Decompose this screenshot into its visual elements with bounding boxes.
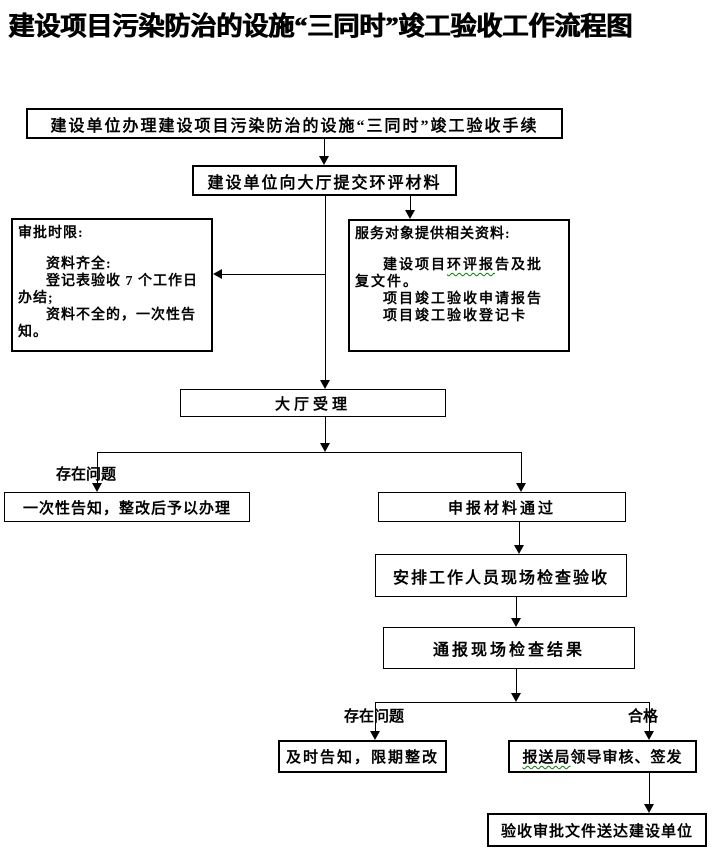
connector-approve-deliver [649,773,650,804]
page-title: 建设项目污染防治的设施“三同时”竣工验收工作流程图 [8,12,633,41]
time-limit-line: 登记表验收 7 个工作日 [46,274,198,289]
connector-submit-materials [410,196,411,210]
materials-line: 项目竣工验收登记卡 [383,309,527,324]
arrowhead-hall-branch1 [320,443,330,452]
materials-line: 项目竣工验收申请报告 [383,292,543,307]
branch-label-problem-2: 存在问题 [344,709,405,725]
info-box-materials: 服务对象提供相关资料: 建设项目环评报告及批 复文件。 项目竣工验收申请报告 项… [348,219,570,352]
branch2-horizontal-line [375,702,649,703]
connector-hall-branch1 [325,417,326,444]
flow-box-report: 通报现场检查结果 [383,627,635,669]
flow-box-deliver: 验收审批文件送达建设单位 [487,813,707,847]
time-limit-line: 知。 [18,325,48,340]
time-limit-line: 资料齐全: [46,257,112,272]
info-box-time-limit: 审批时限: 资料齐全: 登记表验收 7 个工作日 办结; 资料不全的，一次性告 … [11,218,213,352]
arrowhead-branch1-right [516,483,526,492]
branch1-right-line [521,452,522,483]
spellcheck-squiggle: 报送局 [522,750,571,766]
connector-to-time-limit [221,274,325,275]
materials-line: 建设项目环评报告及批 [383,258,543,273]
branch2-right-line [649,702,650,731]
connector-report-branch2 [516,669,517,693]
arrowhead-approve-deliver [644,804,654,813]
arrowhead-branch1-left [92,483,102,492]
flow-box-start: 建设单位办理建设项目污染防治的设施“三同时”竣工验收手续 [26,108,563,139]
materials-line: 复文件。 [355,275,419,290]
arrowhead-arrange-report [511,618,521,627]
arrowhead-submit-materials [405,210,415,219]
flow-box-arrange: 安排工作人员现场检查验收 [375,554,627,597]
flow-box-notice: 一次性告知，整改后予以办理 [4,492,250,522]
arrowhead-branch2-right [644,731,654,740]
branch-label-qualified: 合格 [628,709,659,725]
arrowhead-report-branch2 [511,693,521,702]
flow-box-rectify: 及时告知，限期整改 [278,740,447,773]
flow-box-hall: 大厅受理 [180,389,446,417]
connector-submit-hall [325,196,326,381]
time-limit-heading: 审批时限: [18,226,84,241]
arrowhead-start-submit [319,156,329,165]
branch1-left-line [97,452,98,483]
flow-box-pass: 申报材料通过 [378,492,626,522]
arrowhead-pass-arrange [514,545,524,554]
flow-box-approve: 报送局领导审核、签发 [508,740,697,773]
arrowhead-branch2-left [370,731,380,740]
branch-label-problem-1: 存在问题 [56,467,117,483]
arrowhead-submit-hall [320,380,330,389]
connector-start-submit [324,139,325,157]
spellcheck-squiggle: 环评报 [447,258,495,273]
materials-heading: 服务对象提供相关资料: [355,227,511,242]
flow-box-submit: 建设单位向大厅提交环评材料 [192,165,457,196]
connector-pass-arrange [519,522,520,545]
arrowhead-to-time-limit [213,269,222,279]
branch1-horizontal-line [97,452,521,453]
time-limit-line: 资料不全的，一次性告 [46,308,196,323]
branch2-left-line [375,702,376,731]
time-limit-line: 办结; [18,291,54,306]
connector-arrange-report [516,597,517,618]
